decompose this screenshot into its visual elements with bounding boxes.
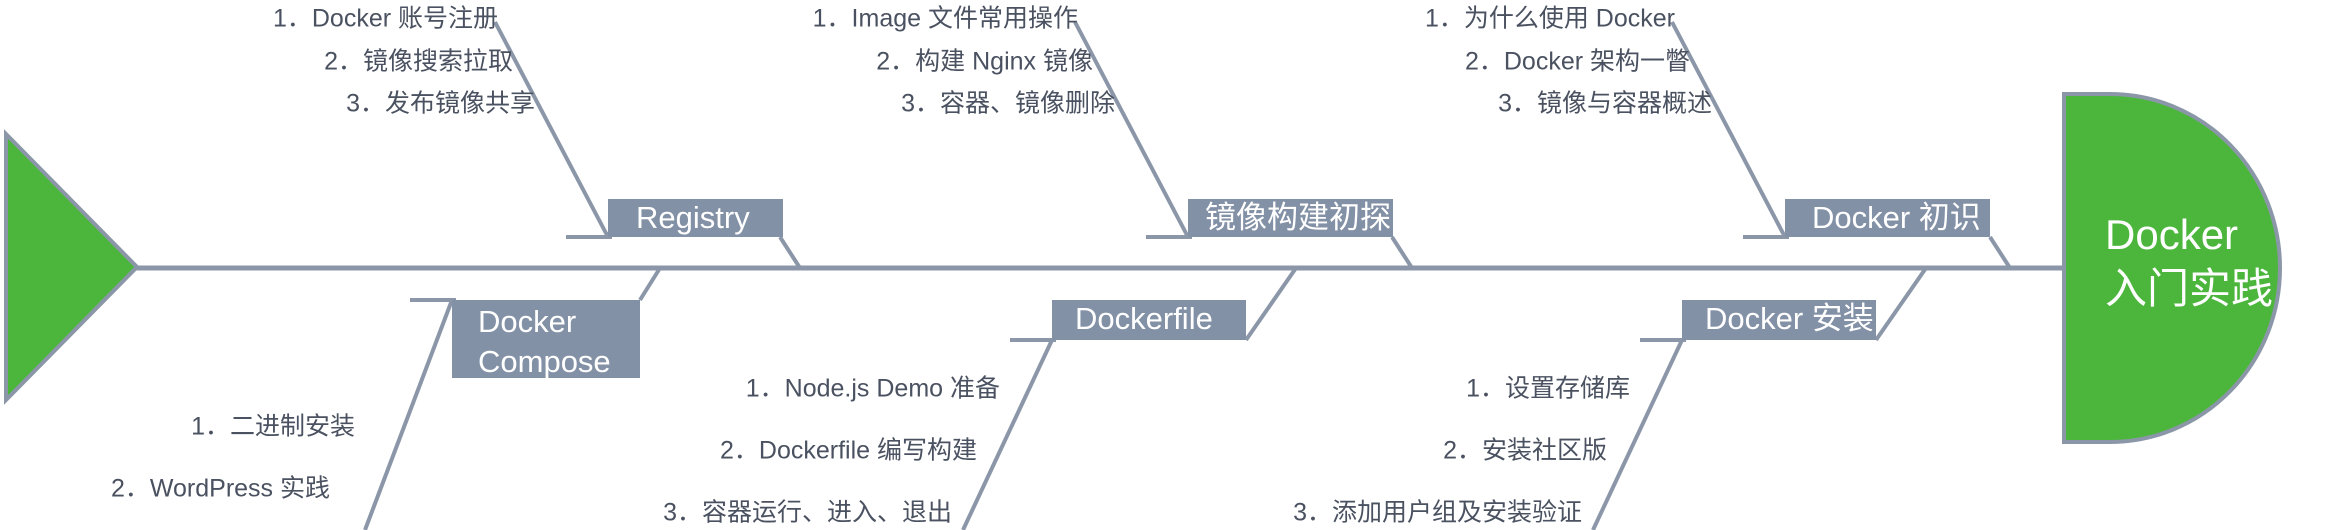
branch-item: 1．Docker 账号注册 bbox=[273, 5, 498, 33]
branch-item: 1．Image 文件常用操作 bbox=[813, 5, 1078, 33]
branch-tail-docker-intro bbox=[1988, 235, 2012, 270]
branch-diagonal-docker-install bbox=[1591, 339, 1684, 530]
category-label-docker-compose-line2: Compose bbox=[478, 344, 611, 379]
branch-tail-image-build bbox=[1390, 235, 1414, 270]
branch-item: 1．设置存储库 bbox=[1466, 375, 1630, 403]
branch-item: 3．添加用户组及安装验证 bbox=[1293, 499, 1582, 527]
branch-docker-intro: Docker 初识 1．为什么使用 Docker 2．Docker 架构一瞥 3… bbox=[1425, 5, 2012, 270]
category-box-docker-install[interactable] bbox=[1682, 300, 1876, 340]
branch-docker-compose: Docker Compose 1．二进制安装 2．WordPress 实践 bbox=[111, 266, 662, 530]
category-label-docker-compose-line1: Docker bbox=[478, 304, 576, 339]
branch-item: 1．二进制安装 bbox=[191, 413, 355, 441]
branch-item: 3．镜像与容器概述 bbox=[1498, 90, 1712, 118]
branch-diagonal-docker-compose bbox=[363, 299, 454, 530]
head-shape bbox=[2062, 92, 2282, 444]
branch-diagonal-docker-intro bbox=[1670, 21, 1787, 238]
category-box-image-build[interactable] bbox=[1188, 199, 1393, 237]
category-label-image-build: 镜像构建初探 bbox=[1205, 200, 1391, 235]
branch-item: 2．Dockerfile 编写构建 bbox=[720, 437, 977, 465]
branch-item: 3．容器运行、进入、退出 bbox=[663, 499, 952, 527]
branch-image-build: 镜像构建初探 1．Image 文件常用操作 2．构建 Nginx 镜像 3．容器… bbox=[813, 5, 1414, 270]
branch-registry: Registry 1．Docker 账号注册 2．镜像搜索拉取 3．发布镜像共享 bbox=[273, 5, 802, 270]
branch-tail-dockerfile bbox=[1244, 266, 1298, 342]
category-box-docker-compose[interactable] bbox=[452, 300, 640, 378]
head-title-line1: Docker bbox=[2105, 211, 2238, 258]
category-box-registry[interactable] bbox=[608, 199, 783, 237]
category-box-dockerfile[interactable] bbox=[1052, 300, 1246, 340]
branch-diagonal-dockerfile bbox=[961, 339, 1054, 530]
branch-item: 2．Docker 架构一瞥 bbox=[1465, 48, 1690, 76]
branch-item: 3．容器、镜像删除 bbox=[901, 90, 1115, 118]
branch-item: 1．为什么使用 Docker bbox=[1425, 5, 1675, 33]
branch-item: 1．Node.js Demo 准备 bbox=[746, 375, 1000, 403]
branch-dockerfile: Dockerfile 1．Node.js Demo 准备 2．Dockerfil… bbox=[663, 266, 1298, 530]
branch-connector-registry bbox=[586, 232, 802, 270]
branch-tail-docker-compose bbox=[638, 266, 662, 302]
branch-item: 3．发布镜像共享 bbox=[346, 90, 535, 118]
category-label-docker-install: Docker 安装 bbox=[1705, 301, 1874, 336]
branch-diagonal-registry bbox=[493, 21, 610, 238]
branch-item: 2．镜像搜索拉取 bbox=[324, 48, 513, 76]
category-label-dockerfile: Dockerfile bbox=[1075, 301, 1213, 336]
branch-docker-install: Docker 安装 1．设置存储库 2．安装社区版 3．添加用户组及安装验证 bbox=[1293, 266, 1928, 530]
branch-tail-docker-install bbox=[1874, 266, 1928, 342]
category-label-registry: Registry bbox=[636, 200, 750, 235]
category-label-docker-intro: Docker 初识 bbox=[1812, 200, 1981, 235]
branch-item: 2．WordPress 实践 bbox=[111, 475, 330, 503]
branch-item: 2．构建 Nginx 镜像 bbox=[876, 48, 1093, 76]
branch-diagonal-image-build bbox=[1073, 21, 1190, 238]
tail-arrow bbox=[4, 129, 140, 405]
branch-item: 2．安装社区版 bbox=[1443, 437, 1607, 465]
category-box-docker-intro[interactable] bbox=[1785, 199, 1990, 237]
head-title-line2: 入门实践 bbox=[2105, 265, 2273, 312]
